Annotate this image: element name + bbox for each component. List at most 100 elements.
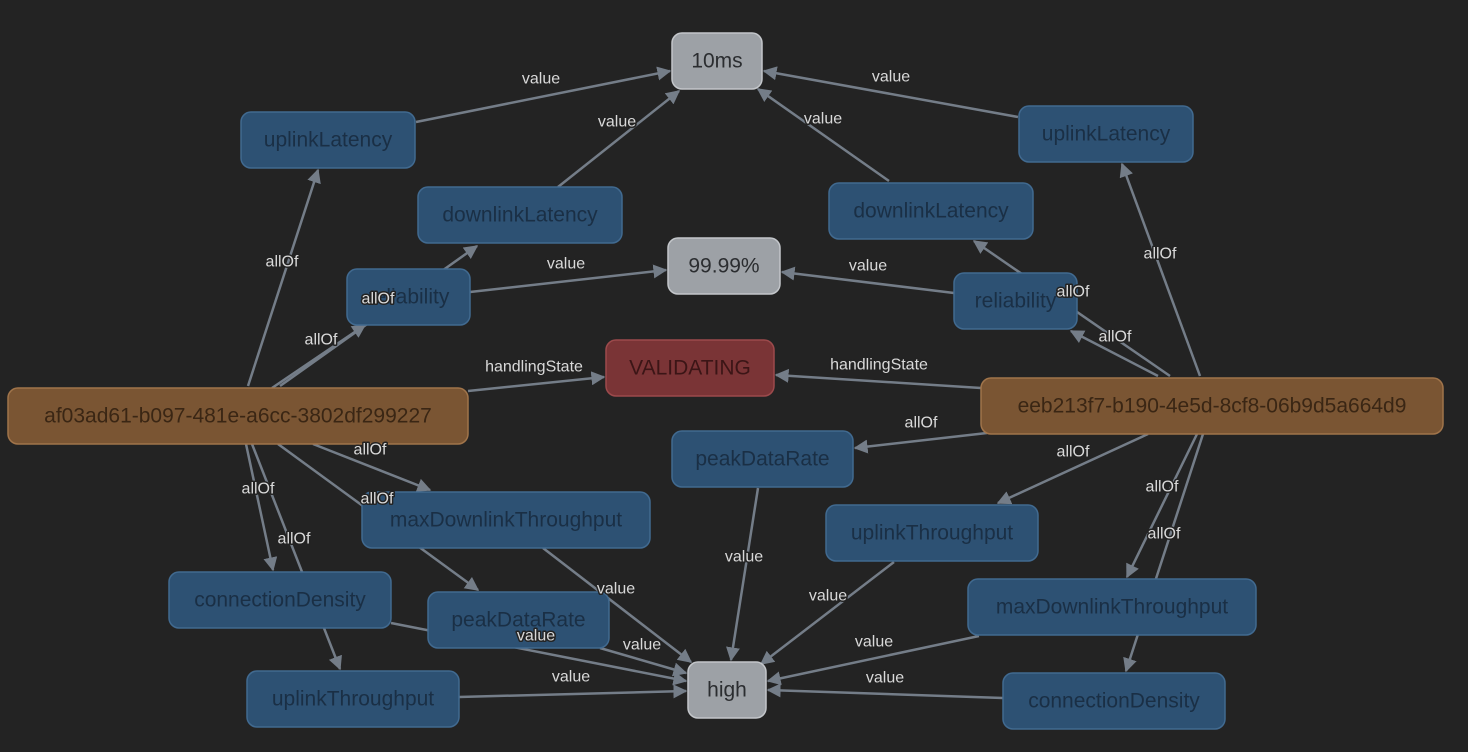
edge-ent_eeb2-to-r_peakDataRate [853,431,988,454]
edge-label: allOf [1146,479,1179,496]
node-l-uplinkLatency[interactable]: uplinkLatency [240,111,416,169]
edge-l_peakDataRate-to-val_high [599,646,688,677]
edge-label: allOf [1099,329,1132,346]
node-box [168,571,392,629]
node-val-high[interactable]: high [687,661,767,719]
node-box [7,387,469,445]
node-box [967,578,1257,636]
edge-ent_af03-to-state_validating [467,371,606,393]
node-label: 10ms [691,50,742,73]
node-box [828,182,1034,240]
node-label: reliability [368,286,450,309]
node-box [667,237,781,295]
edge-label: allOf [1057,284,1090,301]
node-r-downlinkLatency[interactable]: downlinkLatency [828,182,1034,240]
edge-r_uplinkLatency-to-val_10ms [762,66,1019,119]
node-label: connectionDensity [194,589,366,612]
node-l-maxDownlinkThroughput[interactable]: maxDownlinkThroughput [361,491,651,549]
node-box [980,377,1444,435]
node-box [825,504,1039,562]
node-box [605,339,775,397]
node-box [1018,105,1194,163]
node-box [346,268,471,326]
edge-ent_af03-to-l_maxDownlinkThroughput [312,442,432,492]
node-val-10ms[interactable]: 10ms [671,32,763,90]
node-box [1002,672,1226,730]
edge-label: allOf [1144,246,1177,263]
edge-l_uplinkThroughput-to-val_high [458,684,688,699]
node-r-maxDownlinkThroughput[interactable]: maxDownlinkThroughput [967,578,1257,636]
edge-r_downlinkLatency-to-val_10ms [756,87,890,183]
edge-label: allOf [266,254,299,271]
edge-label: allOf [362,291,395,308]
node-r-uplinkThroughput[interactable]: uplinkThroughput [825,504,1039,562]
node-label: uplinkLatency [1042,123,1171,146]
edge-label: allOf [278,531,311,548]
edge-ent_eeb2-to-state_validating [774,368,982,390]
edge-ent_eeb2-to-r_reliability [1069,329,1159,378]
edge-label: value [522,71,560,88]
edge-label: handlingState [485,359,583,376]
edge-r_reliability-to-val_9999 [780,266,955,295]
node-label: uplinkLatency [264,129,393,152]
node-label: peakDataRate [695,448,829,471]
node-l-reliability[interactable]: reliability [346,268,471,326]
edge-r_connectionDensity-to-val_high [766,683,1004,700]
node-label: downlinkLatency [853,200,1009,223]
node-box [361,491,651,549]
edge-ent_eeb2-to-r_maxDownlinkThroughput [1125,433,1199,579]
node-l-peakDataRate[interactable]: peakDataRate [427,591,610,649]
edge-ent_eeb2-to-r_uplinkThroughput [996,432,1149,505]
edge-label: value [725,549,763,566]
node-ent-af03[interactable]: af03ad61-b097-481e-a6cc-3802df299227 [7,387,469,445]
edge-ent_af03-to-l_uplinkThroughput [250,443,342,671]
edge-r_maxDownlinkThroughput-to-val_high [766,634,980,686]
node-r-reliability[interactable]: reliability [953,272,1078,330]
edge-r_uplinkThroughput-to-val_high [759,561,895,665]
node-label: uplinkThroughput [272,688,434,711]
edge-label: handlingState [830,357,928,374]
node-val-9999[interactable]: 99.99% [667,237,781,295]
node-r-connectionDensity[interactable]: connectionDensity [1002,672,1226,730]
edge-label: value [552,669,590,686]
node-label: downlinkLatency [442,204,598,227]
node-label: af03ad61-b097-481e-a6cc-3802df299227 [44,405,432,428]
edge-label: value [855,634,893,651]
edge-r_peakDataRate-to-val_high [726,487,760,662]
node-ent-eeb2[interactable]: eeb213f7-b190-4e5d-8cf8-06b9d5a664d9 [980,377,1444,435]
edge-l_reliability-to-val_9999 [469,264,668,294]
node-state-validating[interactable]: VALIDATING [605,339,775,397]
edge-label: value [809,588,847,605]
node-label: eeb213f7-b190-4e5d-8cf8-06b9d5a664d9 [1018,395,1407,418]
nodes-layer: 10ms 99.99% high VALIDATING af03ad61-b097-48… [7,32,1444,730]
node-box [671,32,763,90]
edge-label: value [872,69,910,86]
edge-label: value [597,581,635,598]
node-label: 99.99% [688,255,759,278]
edge-label: allOf [905,415,938,432]
node-r-peakDataRate[interactable]: peakDataRate [671,430,854,488]
edge-ent_af03-to-l_connectionDensity [244,443,278,572]
node-l-uplinkThroughput[interactable]: uplinkThroughput [246,670,460,728]
node-r-uplinkLatency[interactable]: uplinkLatency [1018,105,1194,163]
node-box [417,186,623,244]
node-box [687,661,767,719]
node-label: peakDataRate [451,609,585,632]
edge-ent_af03-to-l_uplinkLatency [246,168,321,387]
node-label: connectionDensity [1028,690,1200,713]
edge-label: value [598,114,636,131]
node-label: maxDownlinkThroughput [390,509,622,532]
edge-labels-layer: allOf allOf allOf handlingState allOf allOf al… [240,67,1182,688]
node-l-downlinkLatency[interactable]: downlinkLatency [417,186,623,244]
node-label: uplinkThroughput [851,522,1013,545]
node-label: VALIDATING [629,357,751,380]
edge-l_maxDownlinkThroughput-to-val_high [542,547,693,663]
edge-label: value [623,637,661,654]
edge-l_downlinkLatency-to-val_10ms [557,90,681,188]
edge-label: value [517,628,555,645]
edge-l_uplinkLatency-to-val_10ms [415,66,672,124]
edge-ent_af03-to-l_reliability [271,323,367,390]
edge-label: value [804,111,842,128]
node-l-connectionDensity[interactable]: connectionDensity [168,571,392,629]
